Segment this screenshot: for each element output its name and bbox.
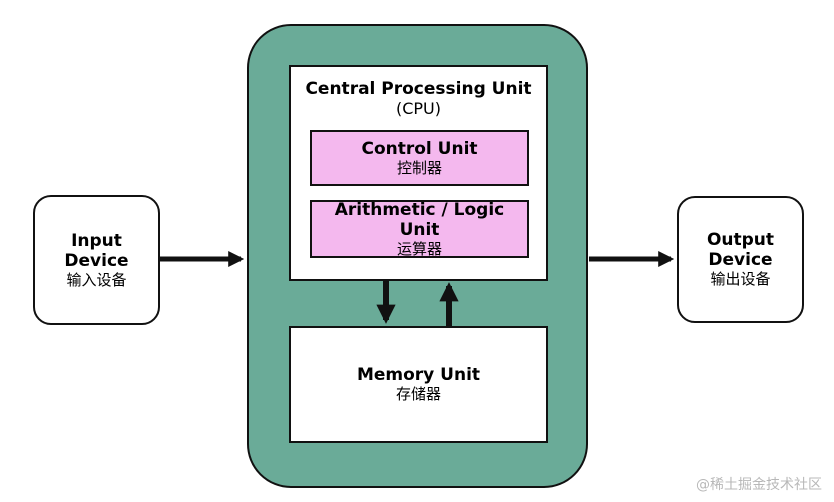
input-device-box: Input Device 输入设备	[33, 195, 160, 325]
control-unit-en-label: Control Unit	[361, 138, 478, 159]
output-device-box: Output Device 输出设备	[677, 196, 804, 323]
cpu-title: Central Processing Unit	[305, 79, 532, 99]
input-zh-label: 输入设备	[66, 270, 127, 289]
control-unit-zh-label: 控制器	[396, 158, 442, 177]
alu-zh-label: 运算器	[396, 239, 442, 258]
output-en-line2: Device	[708, 250, 773, 270]
memory-en-label: Memory Unit	[356, 365, 481, 385]
control-unit-box: Control Unit 控制器	[310, 130, 529, 186]
watermark: @稀土掘金技术社区	[696, 477, 822, 493]
memory-unit-box: Memory Unit 存储器	[289, 326, 548, 443]
output-zh-label: 输出设备	[710, 270, 771, 288]
cpu-abbr: (CPU)	[395, 99, 441, 118]
memory-zh-label: 存储器	[395, 385, 441, 403]
alu-en-label: Arithmetic / Logic Unit	[334, 199, 505, 240]
alu-box: Arithmetic / Logic Unit 运算器	[310, 200, 529, 258]
output-en-line1: Output	[706, 230, 775, 250]
input-en-line1: Input	[71, 230, 122, 251]
input-en-line2: Device	[64, 250, 129, 271]
